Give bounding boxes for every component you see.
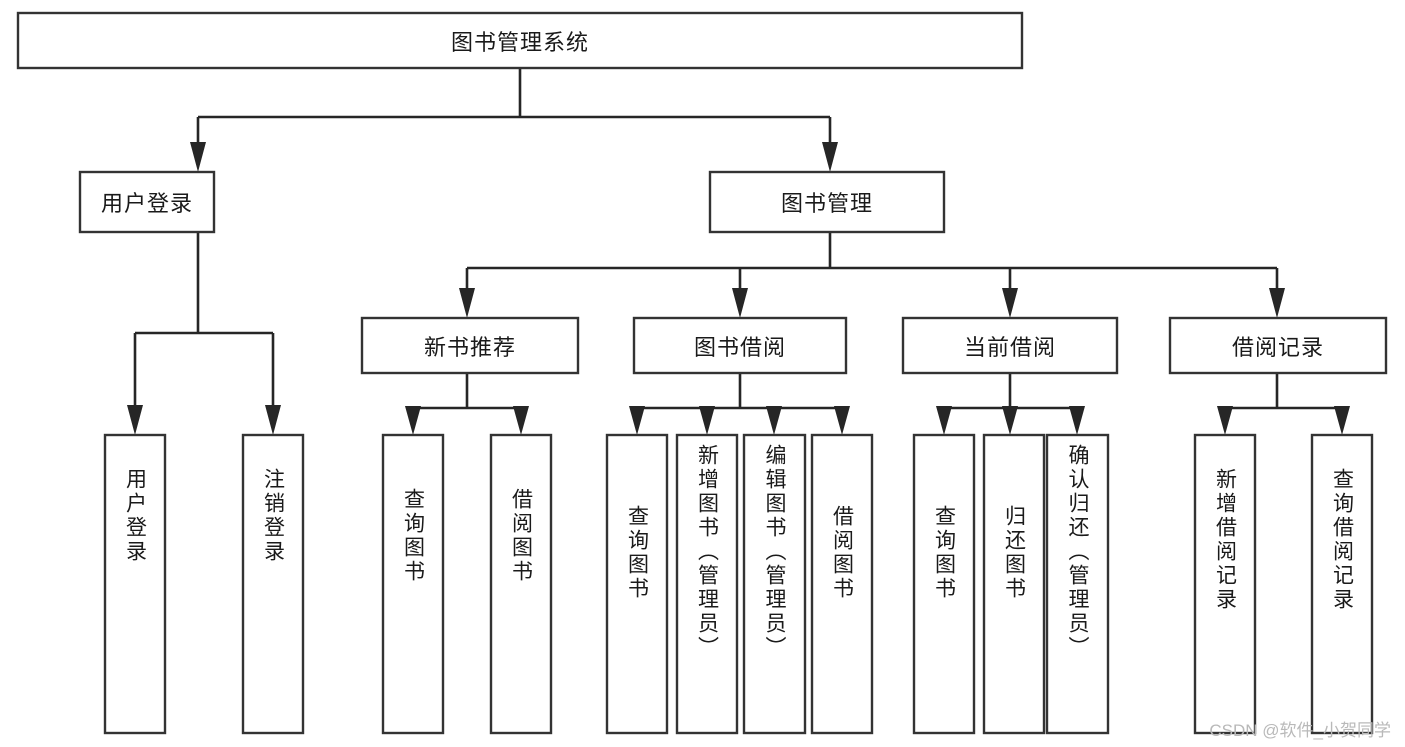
node-box-user-login[interactable] <box>78 170 216 234</box>
arrow-leaf-borrow-query <box>629 406 645 435</box>
arrow-leaf-current-query <box>936 406 952 435</box>
node-box-book-borrow[interactable] <box>632 316 848 375</box>
node-box-new-book-recommend[interactable] <box>360 316 580 375</box>
node-box-leaf-current-query[interactable] <box>912 433 976 735</box>
node-box-leaf-logout[interactable] <box>241 433 305 735</box>
node-box-leaf-current-confirm[interactable] <box>1045 433 1110 735</box>
node-box-leaf-borrow-edit[interactable] <box>742 433 807 735</box>
node-box-leaf-current-return[interactable] <box>982 433 1046 735</box>
arrow-leaf-current-confirm <box>1069 406 1085 435</box>
node-box-book-management[interactable] <box>708 170 946 234</box>
arrow-leaf-borrow-edit <box>766 406 782 435</box>
arrow-leaf-user-login <box>127 405 143 435</box>
boxes-layer <box>16 11 1388 735</box>
connectors-layer <box>127 68 1350 435</box>
node-box-leaf-recommend-borrow[interactable] <box>489 433 553 735</box>
node-box-leaf-borrow-add[interactable] <box>675 433 739 735</box>
arrow-leaf-borrow-add <box>699 406 715 435</box>
arrow-to-bookmgmt <box>822 142 838 172</box>
arrow-leaf-borrow-lend <box>834 406 850 435</box>
node-box-root[interactable] <box>16 11 1024 70</box>
arrow-leaf-current-return <box>1002 406 1018 435</box>
arrow-leaf-record-add <box>1217 406 1233 435</box>
arrow-to-current-borrow <box>1002 288 1018 318</box>
node-box-borrow-record[interactable] <box>1168 316 1388 375</box>
arrow-leaf-logout <box>265 405 281 435</box>
node-box-leaf-user-login[interactable] <box>103 433 167 735</box>
node-box-leaf-borrow-lend[interactable] <box>810 433 874 735</box>
node-box-leaf-record-query[interactable] <box>1310 433 1374 735</box>
arrow-to-book-borrow <box>732 288 748 318</box>
arrow-to-borrow-record <box>1269 288 1285 318</box>
node-box-leaf-borrow-query[interactable] <box>605 433 669 735</box>
node-box-current-borrow[interactable] <box>901 316 1119 375</box>
arrow-leaf-record-query <box>1334 406 1350 435</box>
arrow-to-new-book-recommend <box>459 288 475 318</box>
arrow-to-userlogin <box>190 142 206 172</box>
node-box-leaf-record-add[interactable] <box>1193 433 1257 735</box>
arrow-leaf-recommend-borrow <box>513 406 529 435</box>
arrow-leaf-recommend-query <box>405 406 421 435</box>
node-box-leaf-recommend-query[interactable] <box>381 433 445 735</box>
